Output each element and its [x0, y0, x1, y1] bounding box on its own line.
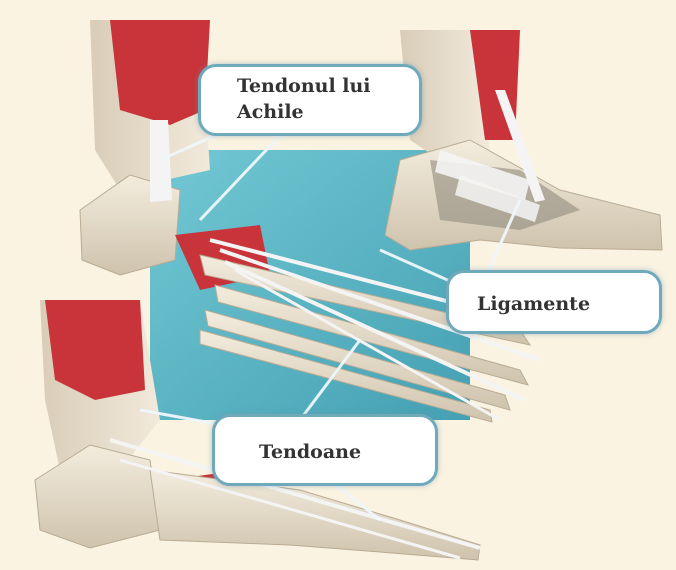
tendons-label: Tendoane — [259, 439, 435, 465]
achilles-tendon-callout: Tendonul lui Achile — [198, 64, 422, 136]
top-left-calf-muscle — [110, 20, 210, 125]
achilles-label-line2: Achile — [237, 99, 419, 125]
tendons-callout: Tendoane — [212, 414, 438, 486]
bottom-heel — [35, 445, 160, 548]
ligaments-label: Ligamente — [477, 291, 659, 317]
achilles-label-line1: Tendonul lui — [237, 73, 419, 99]
ligaments-callout: Ligamente — [446, 270, 662, 334]
upper-right-foot — [385, 30, 662, 250]
